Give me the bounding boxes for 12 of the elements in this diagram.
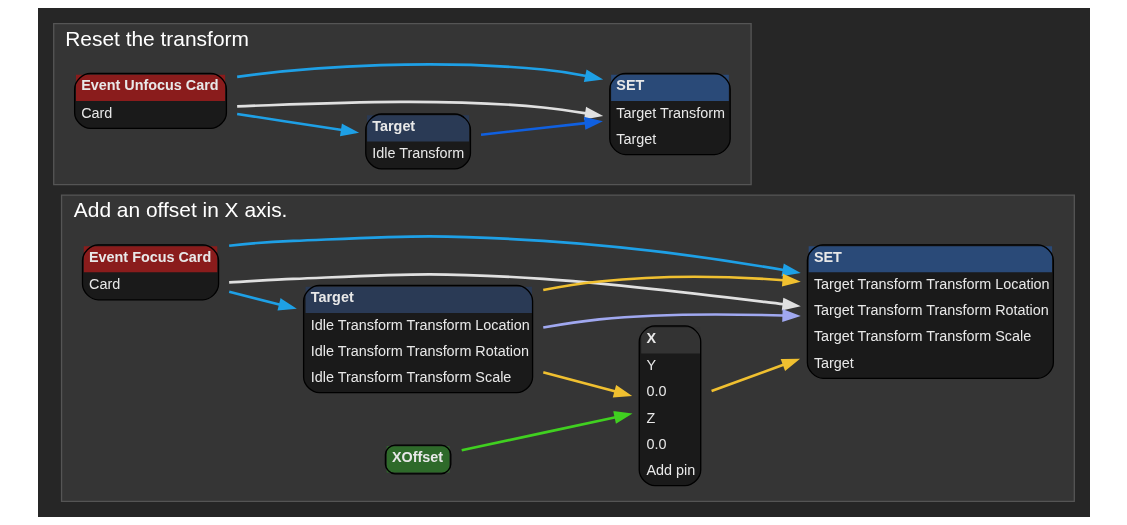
arrow [228, 290, 297, 311]
arrow [710, 358, 800, 393]
arrow [542, 370, 632, 398]
arrow [542, 273, 801, 292]
arrow [236, 63, 603, 82]
arrow [480, 116, 603, 136]
arrow [236, 100, 603, 120]
arrow [542, 309, 801, 329]
arrow [236, 112, 359, 137]
arrow [228, 235, 801, 277]
arrow [460, 411, 633, 452]
arrow [228, 273, 801, 311]
